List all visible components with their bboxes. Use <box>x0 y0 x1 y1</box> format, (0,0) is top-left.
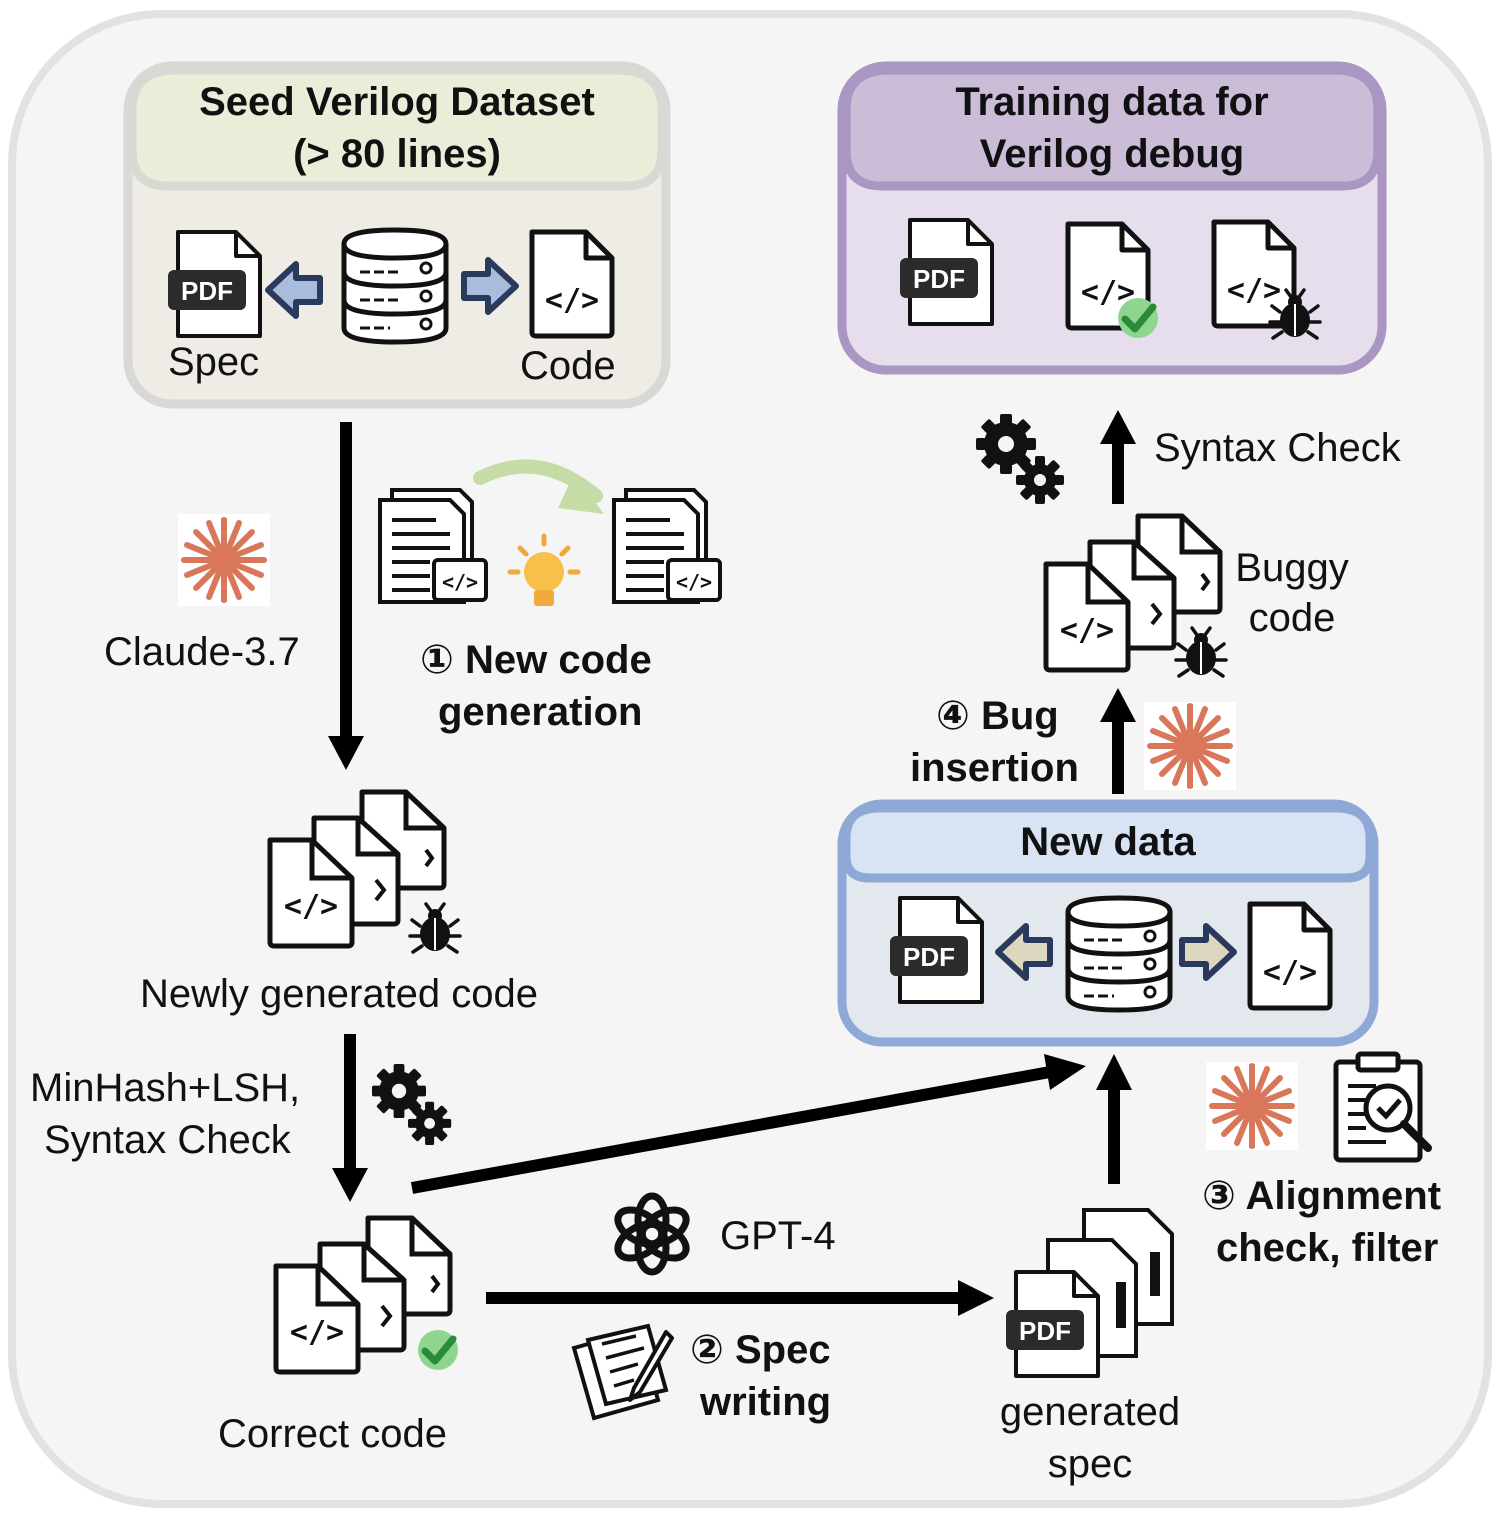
step3-line2: check, filter <box>1216 1226 1439 1270</box>
new-data-box <box>837 799 1379 1047</box>
claude-logo-icon <box>178 514 270 606</box>
right-arrow-icon <box>461 257 519 315</box>
step1-line2: generation <box>438 690 643 734</box>
transform-arrow-icon <box>473 459 603 503</box>
new-data-pdf-icon <box>888 896 984 1004</box>
step2-line2: writing <box>700 1380 832 1424</box>
minhash-line1: MinHash+LSH, <box>30 1066 301 1110</box>
minhash-line2: Syntax Check <box>44 1118 291 1162</box>
step3-line1: ③ Alignment <box>1202 1174 1442 1218</box>
training-data-box <box>837 61 1387 375</box>
training-buggy-code-icon <box>1214 222 1294 326</box>
generated-spec-stack <box>1004 1208 1174 1378</box>
checkmark-icon <box>418 1330 458 1370</box>
correct-code-label: Correct code <box>218 1412 447 1456</box>
left-arrow-icon <box>265 261 323 319</box>
step4-line2: insertion <box>910 746 1079 790</box>
document-stack-icon <box>378 488 488 604</box>
buggy-code-line1: Buggy <box>1235 546 1349 590</box>
training-title-line1: Training data for <box>955 80 1269 124</box>
newly-generated-label: Newly generated code <box>140 972 539 1016</box>
step1-line1: ① New code <box>420 638 652 682</box>
left-arrow-icon <box>995 923 1053 981</box>
checkmark-icon <box>1118 298 1158 338</box>
step4-line1: ④ Bug <box>936 694 1059 738</box>
clipboard-check-icon <box>1333 1051 1432 1163</box>
claude-logo-icon <box>1144 702 1236 790</box>
generated-spec-line2: spec <box>1047 1442 1133 1486</box>
pen-paper-icon <box>571 1323 674 1421</box>
spec-label: Spec <box>168 340 260 384</box>
gpt-label: GPT-4 <box>720 1214 836 1258</box>
syntax-check-label: Syntax Check <box>1154 426 1401 470</box>
seed-title-line2: (> 80 lines) <box>293 132 501 176</box>
code-file-icon <box>1250 904 1330 1008</box>
seed-title-line1: Seed Verilog Dataset <box>199 80 595 124</box>
claude-logo-icon <box>1206 1062 1298 1150</box>
transform-arrowhead-icon <box>558 474 604 514</box>
seed-dataset-box <box>123 61 671 409</box>
database-icon <box>344 230 446 342</box>
generated-spec-line1: generated <box>999 1390 1181 1434</box>
training-title-line2: Verilog debug <box>979 132 1245 176</box>
claude-label: Claude-3.7 <box>104 630 300 674</box>
flow-arrows <box>328 410 1136 1316</box>
buggy-code-line2: code <box>1248 596 1336 640</box>
code-file-icon <box>532 232 612 336</box>
lightbulb-icon <box>507 533 581 606</box>
database-icon <box>1068 898 1170 1010</box>
new-data-title: New data <box>1020 820 1196 864</box>
training-pdf-icon <box>898 218 994 326</box>
spec-pdf-icon <box>166 230 262 338</box>
step2-line1: ② Spec <box>690 1328 831 1372</box>
right-arrow-icon <box>1179 923 1237 981</box>
code-label: Code <box>520 344 616 388</box>
document-stack-icon <box>612 488 722 604</box>
openai-logo-icon <box>614 1192 690 1276</box>
